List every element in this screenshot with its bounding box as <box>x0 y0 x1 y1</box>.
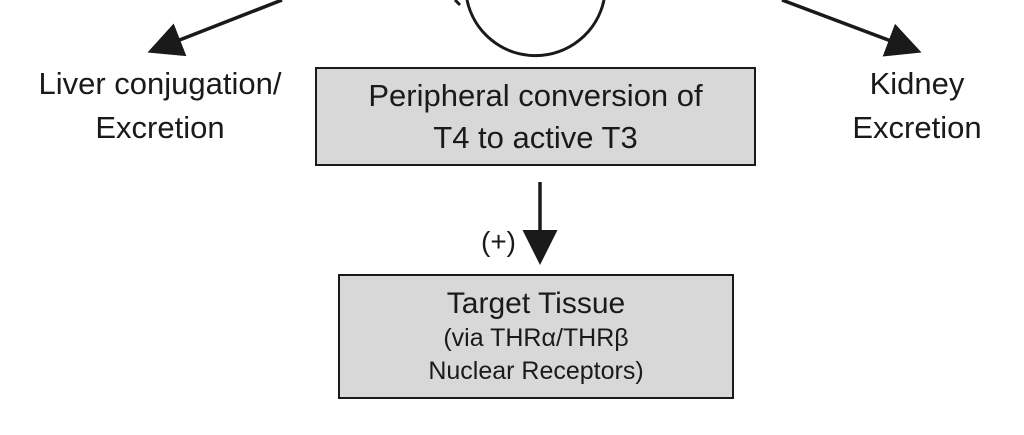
kidney-label-line1: Kidney <box>869 66 965 101</box>
target-line1: (via THRα/THRβ <box>443 323 629 352</box>
stimulation-sign: (+) <box>481 226 516 257</box>
connector-center-top <box>453 0 462 7</box>
conversion-line2: T4 to active T3 <box>433 119 638 155</box>
conversion-line1: Peripheral conversion of <box>368 77 703 113</box>
target-title: Target Tissue <box>446 286 626 320</box>
kidney-label-line2: Excretion <box>852 110 982 145</box>
liver-label: Liver conjugation/ Excretion <box>14 62 306 150</box>
kidney-label: Kidney Excretion <box>832 62 1002 150</box>
target-tissue-box: Target Tissue (via THRα/THRβ Nuclear Rec… <box>338 274 734 399</box>
peripheral-conversion-box: Peripheral conversion of T4 to active T3 <box>315 67 756 166</box>
arrow-to-kidney <box>781 0 922 57</box>
arrow-to-liver <box>147 0 283 57</box>
target-line2: Nuclear Receptors) <box>428 356 644 385</box>
liver-label-line1: Liver conjugation/ <box>38 66 282 101</box>
source-circle <box>465 0 606 58</box>
liver-label-line2: Excretion <box>95 110 225 145</box>
